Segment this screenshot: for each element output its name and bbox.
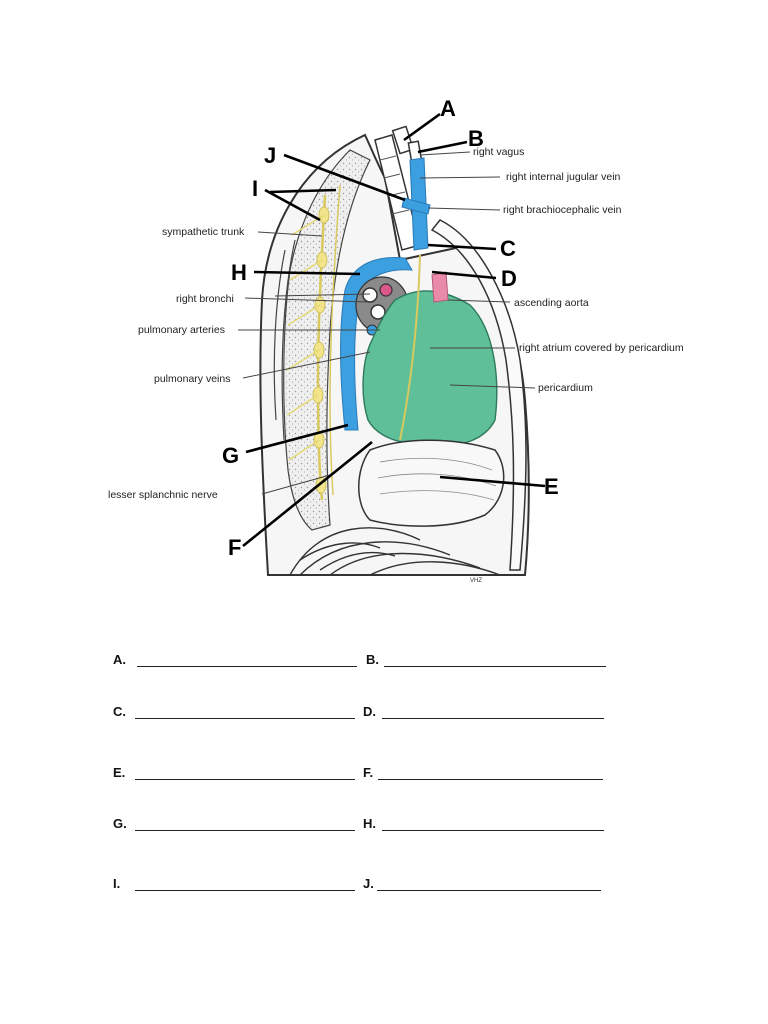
label-pulmonary-arteries: pulmonary arteries xyxy=(138,324,225,336)
answer-label-j: J. xyxy=(363,876,374,891)
answer-blank-i[interactable] xyxy=(135,890,355,891)
answer-label-g: G. xyxy=(113,816,127,831)
letter-f: F xyxy=(228,535,241,560)
artist-mark: VHZ xyxy=(470,578,482,584)
answer-label-a: A. xyxy=(113,652,126,667)
anatomy-diagram: A B J I C H D G E F right vagus right in… xyxy=(108,96,684,584)
answer-blank-j[interactable] xyxy=(377,890,601,891)
answer-blank-b[interactable] xyxy=(384,666,606,667)
letter-g: G xyxy=(222,443,239,468)
label-right-bronchi: right bronchi xyxy=(176,293,234,305)
letter-h: H xyxy=(231,260,247,285)
letter-pointers xyxy=(242,112,546,548)
rib-heads xyxy=(273,239,296,441)
neck-vessels xyxy=(391,125,423,164)
letter-a: A xyxy=(440,96,456,121)
diaphragm xyxy=(358,439,505,527)
label-right-internal-jugular-vein: right internal jugular vein xyxy=(506,171,621,183)
label-right-brachiocephalic-vein: right brachiocephalic vein xyxy=(503,204,622,216)
answer-label-c: C. xyxy=(113,704,126,719)
answer-blank-a[interactable] xyxy=(137,666,357,667)
answer-label-d: D. xyxy=(363,704,376,719)
label-right-vagus: right vagus xyxy=(473,146,524,158)
label-pericardium: pericardium xyxy=(538,382,593,394)
answer-blank-d[interactable] xyxy=(382,718,604,719)
label-lesser-splanchnic-nerve: lesser splanchnic nerve xyxy=(108,489,218,501)
answer-label-e: E. xyxy=(113,765,126,780)
answer-blank-h[interactable] xyxy=(382,830,604,831)
answer-label-b: B. xyxy=(366,652,379,667)
phrenic-nerve xyxy=(399,254,421,441)
letter-j: J xyxy=(264,143,276,168)
letter-c: C xyxy=(500,236,516,261)
answer-blank-e[interactable] xyxy=(135,779,355,780)
intercostal-nerves xyxy=(286,214,325,461)
brachiocephalic-vein xyxy=(401,197,431,215)
label-ascending-aorta: ascending aorta xyxy=(514,297,589,309)
answer-blank-c[interactable] xyxy=(135,718,355,719)
answer-label-f: F. xyxy=(363,765,374,780)
label-right-atrium: right atrium covered by pericardium xyxy=(519,342,684,354)
answer-label-i: I. xyxy=(113,876,121,891)
diaphragm-striations xyxy=(377,457,497,501)
answer-blank-g[interactable] xyxy=(135,830,355,831)
label-sympathetic-trunk: sympathetic trunk xyxy=(162,226,245,238)
letter-i: I xyxy=(252,176,258,201)
letter-b: B xyxy=(468,126,484,151)
answer-label-h: H. xyxy=(363,816,376,831)
answer-blank-f[interactable] xyxy=(378,779,603,780)
sympathetic-trunk xyxy=(316,184,341,501)
letter-d: D xyxy=(501,266,517,291)
letter-e: E xyxy=(544,474,559,499)
leader-lines xyxy=(238,151,536,495)
label-pulmonary-veins: pulmonary veins xyxy=(154,373,230,385)
